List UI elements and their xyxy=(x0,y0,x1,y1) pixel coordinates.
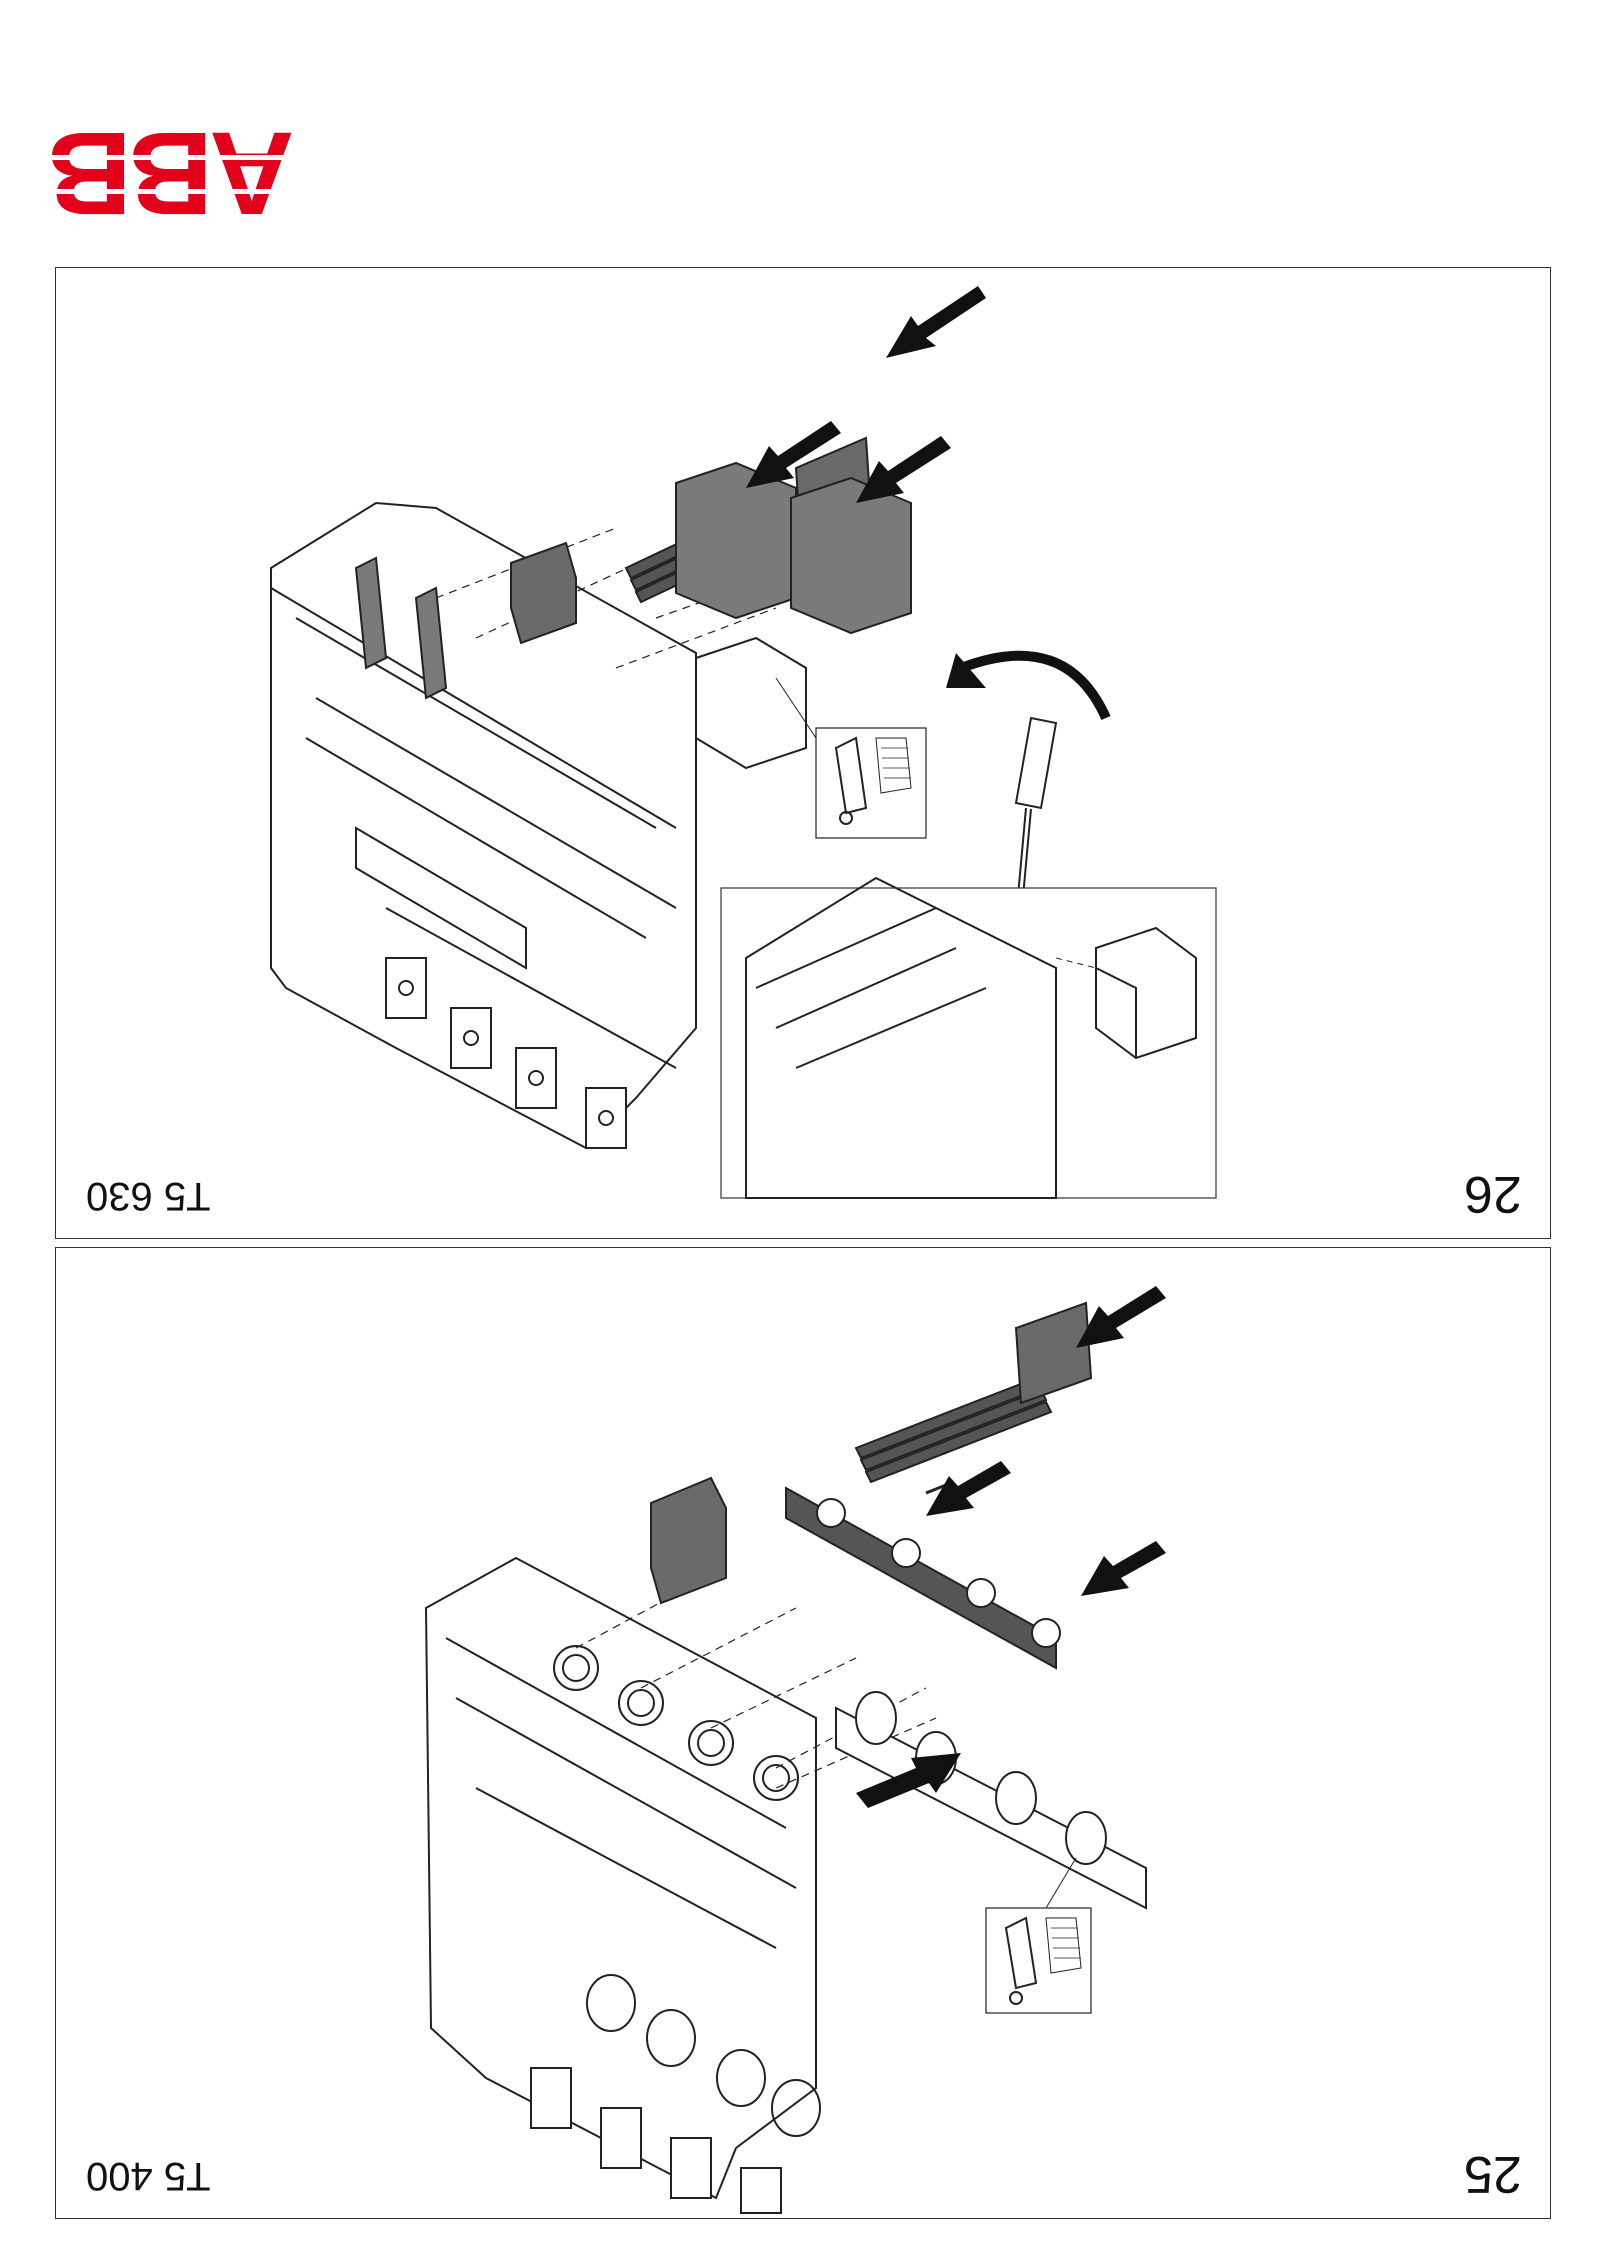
model-label: T5 400 xyxy=(86,2154,211,2198)
assembly-illustration-t5-400 xyxy=(424,1286,1166,2214)
instruction-panel-step-26: T5 630 26 xyxy=(55,267,1551,1239)
model-label: T5 630 xyxy=(86,1174,211,1218)
arrow-icon xyxy=(856,1286,1166,1808)
instruction-panel-step-25: T5 400 25 xyxy=(55,1247,1551,2219)
arrow-icon xyxy=(746,286,986,503)
abb-logo-text: ABB xyxy=(51,125,295,225)
step-number: 25 xyxy=(1464,2145,1522,2203)
step-number: 26 xyxy=(1464,1165,1522,1223)
abb-logo: ABB xyxy=(50,125,295,225)
assembly-illustration-t5-630 xyxy=(270,286,1217,1199)
rotate-arrow-icon xyxy=(959,650,1111,721)
